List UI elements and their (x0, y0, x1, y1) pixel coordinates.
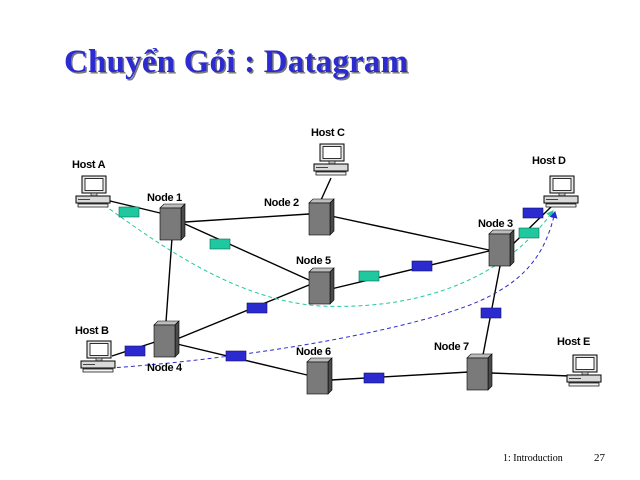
packet-b-6 (480, 307, 502, 319)
router-node4 (153, 320, 180, 358)
packet-a-1 (118, 206, 140, 218)
link-node5-node3 (330, 250, 490, 290)
packet-path-b-to-d (109, 211, 558, 369)
link-hostc-node2 (320, 177, 332, 201)
packet-path-a-to-d (103, 204, 554, 307)
computer-host-e-icon (566, 354, 602, 387)
link-node7-hoste (490, 372, 571, 377)
label-node-3: Node 3 (478, 218, 513, 230)
packet-b-2 (246, 302, 268, 314)
link-node2-node3 (330, 215, 490, 251)
link-node3-hostd (510, 205, 553, 247)
computer-host-c-icon (313, 143, 349, 176)
label-node-7: Node 7 (434, 341, 469, 353)
computer-host-b-icon (80, 340, 116, 373)
label-host-a: Host A (72, 159, 106, 171)
packet-b-1 (124, 345, 146, 357)
label-node-5: Node 5 (296, 255, 331, 267)
link-node1-node5 (184, 223, 310, 281)
label-host-c: Host C (311, 127, 345, 139)
packet-b-3 (225, 350, 247, 362)
router-node5 (308, 267, 335, 305)
label-host-d: Host D (532, 155, 566, 167)
packet-b-4 (411, 260, 433, 272)
label-node-1: Node 1 (147, 192, 182, 204)
router-node2 (308, 198, 335, 236)
link-node1-node4 (165, 237, 173, 323)
label-node-6: Node 6 (296, 346, 331, 358)
slide-title: Chuyển Gói : Datagram (64, 44, 409, 80)
computer-host-a-icon (75, 175, 111, 208)
packet-b-5 (363, 372, 385, 384)
link-node1-node2 (184, 213, 310, 223)
router-node6 (306, 357, 333, 395)
router-node3 (488, 229, 515, 267)
router-node7 (466, 353, 493, 391)
packet-a-4 (518, 227, 540, 239)
label-host-b: Host B (75, 325, 109, 337)
label-host-e: Host E (557, 336, 590, 348)
computer-host-d-icon (543, 175, 579, 208)
packet-a-3 (358, 270, 380, 282)
label-node-2: Node 2 (264, 197, 299, 209)
packets-path-a (118, 206, 540, 282)
link-node6-node7 (330, 371, 470, 381)
footer-course-label: 1: Introduction (503, 453, 563, 464)
packet-a-2 (209, 238, 231, 250)
packet-b-7 (522, 207, 544, 219)
packets-path-b (124, 207, 544, 384)
footer-page-number: 27 (594, 452, 605, 464)
link-hosta-node1 (105, 199, 161, 214)
router-node1 (159, 203, 186, 241)
link-node4-node5 (176, 284, 310, 340)
label-node-4: Node 4 (147, 362, 183, 374)
